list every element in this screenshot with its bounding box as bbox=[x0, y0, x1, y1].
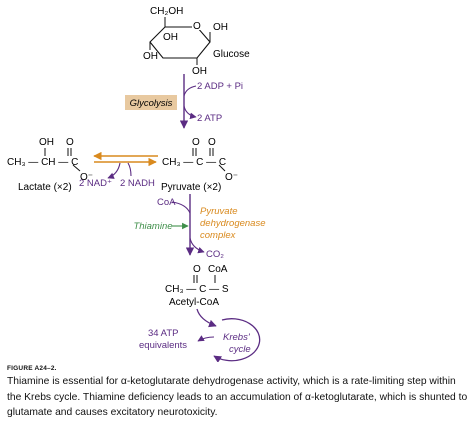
metabolic-pathway-diagram: CH₂OH O OH OH OH OH Glucose 2 ADP + Pi 2… bbox=[7, 6, 266, 362]
acetyl-coa-name: Acetyl-CoA bbox=[169, 297, 219, 308]
acetyl-coa-structure: O CoA CH₃ — C — S Acetyl-CoA bbox=[165, 264, 229, 308]
glucose-oh-bottom: OH bbox=[192, 66, 207, 77]
glucose-ring bbox=[149, 26, 211, 59]
pyruvate-o-minus: O⁻ bbox=[225, 172, 238, 183]
glucose-structure: CH₂OH O OH OH OH OH Glucose bbox=[143, 6, 250, 77]
acetyl-o: O bbox=[193, 264, 201, 275]
glycolysis-output: 2 ATP bbox=[197, 113, 222, 124]
adp-side-arrow bbox=[183, 85, 197, 97]
lactate-oh: OH bbox=[39, 137, 54, 148]
glucose-oh-left-upper: OH bbox=[163, 32, 178, 43]
pyruvate-o2: O bbox=[208, 137, 216, 148]
glucose-name: Glucose bbox=[213, 49, 250, 60]
pyruvate-name: Pyruvate (×2) bbox=[161, 182, 221, 193]
thiamine-label: Thiamine bbox=[133, 221, 172, 232]
figure-label: FIGURE A24–2. bbox=[7, 365, 57, 372]
figure-caption: Thiamine is essential for α-ketoglutarat… bbox=[7, 376, 468, 418]
acetyl-to-krebs-arrow bbox=[196, 308, 217, 328]
pyruvate-bond bbox=[218, 164, 226, 172]
coa-side-arrow bbox=[171, 201, 191, 214]
lactate-name: Lactate (×2) bbox=[18, 182, 72, 193]
atp-equivalents-line2: equivalents bbox=[139, 340, 187, 351]
pdh-complex-line1: Pyruvate bbox=[200, 206, 238, 217]
pyruvate-o1: O bbox=[192, 137, 200, 148]
pyruvate-structure: O O CH₃ — C — C O⁻ Pyruvate (×2) bbox=[161, 137, 238, 193]
acetyl-formula: CH₃ — C — S bbox=[165, 284, 229, 295]
krebs-label-line1: Krebs' bbox=[223, 332, 251, 343]
nadh-label: 2 NADH bbox=[120, 178, 155, 189]
atp-side-arrow bbox=[183, 105, 197, 120]
glycolysis-step: 2 ADP + Pi 2 ATP Glycolysis bbox=[125, 74, 243, 129]
coa-input-label: CoA bbox=[157, 197, 176, 208]
co2-side-arrow bbox=[189, 237, 205, 254]
krebs-label-line2: cycle bbox=[229, 344, 251, 355]
glucose-oh-left-lower: OH bbox=[143, 51, 158, 62]
pdh-complex-line2: dehydrogenase bbox=[200, 218, 266, 229]
atp-output-arrow bbox=[197, 335, 215, 342]
glycolysis-box bbox=[125, 95, 177, 110]
glucose-oh-top-right: OH bbox=[213, 22, 228, 33]
pdh-step: CoA Thiamine Pyruvate dehydrogenase comp… bbox=[133, 194, 266, 260]
nad-arrow bbox=[107, 162, 121, 179]
atp-equivalents-line1: 34 ATP bbox=[148, 328, 178, 339]
lactate-pyruvate-exchange: 2 NAD⁺ 2 NADH bbox=[79, 151, 158, 189]
lactate-o-minus: O⁻ bbox=[80, 172, 93, 183]
lactate-structure: OH O CH₃ — CH — C O⁻ Lactate (×2) bbox=[7, 137, 93, 193]
krebs-cycle-arc bbox=[213, 318, 261, 362]
co2-label: CO₂ bbox=[206, 249, 224, 260]
acetyl-coa-group: CoA bbox=[208, 264, 228, 275]
glucose-ring-oxygen: O bbox=[193, 21, 201, 32]
nadh-arrow bbox=[127, 162, 132, 177]
pyruvate-formula: CH₃ — C — C bbox=[162, 157, 226, 168]
glycolysis-input: 2 ADP + Pi bbox=[197, 81, 243, 92]
glycolysis-label: Glycolysis bbox=[130, 98, 173, 109]
nad-plus-label: 2 NAD⁺ bbox=[79, 178, 112, 189]
glucose-ch2oh-label: CH₂OH bbox=[150, 6, 183, 17]
krebs-cycle: Krebs' cycle 34 ATP equivalents bbox=[139, 308, 261, 362]
lactate-formula: CH₃ — CH — C bbox=[7, 157, 78, 168]
lactate-bond bbox=[72, 164, 81, 172]
ring-o-gap bbox=[192, 19, 202, 30]
pdh-complex-line3: complex bbox=[200, 230, 237, 241]
lactate-o: O bbox=[66, 137, 74, 148]
